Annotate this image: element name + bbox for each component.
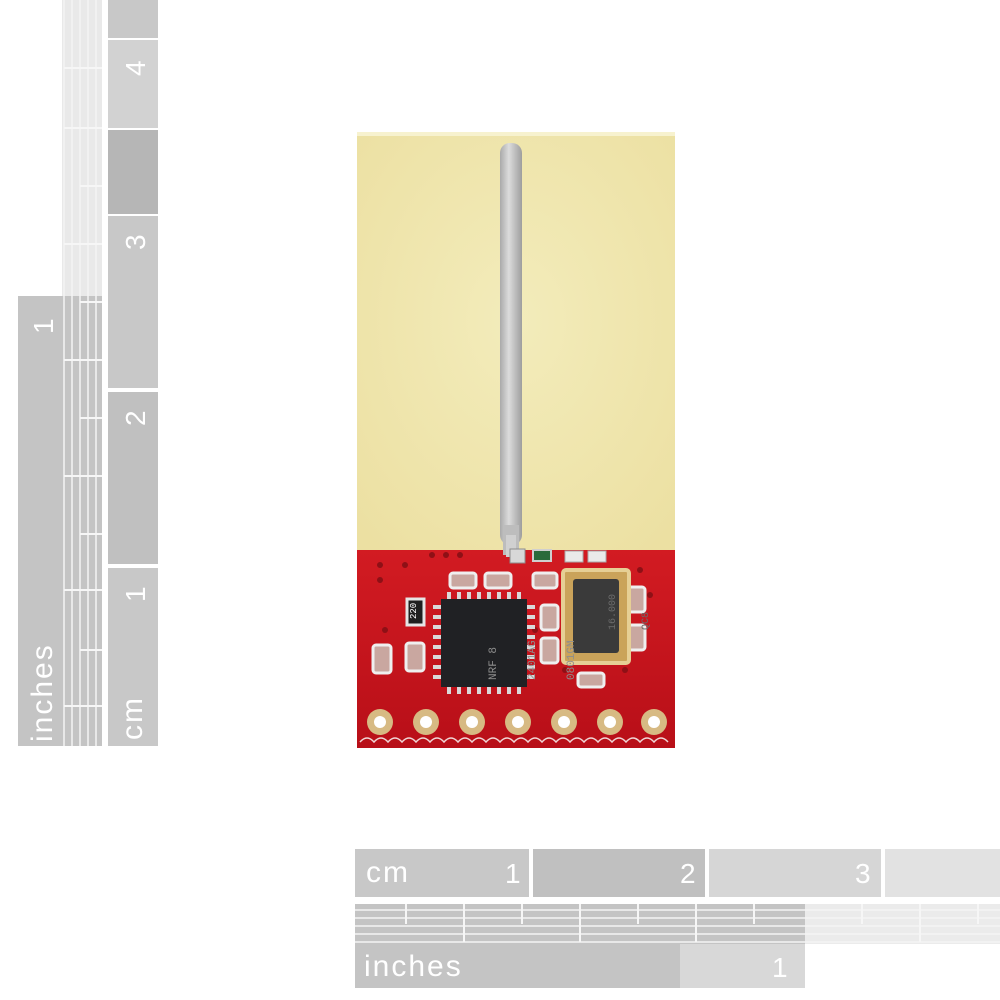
vertical-cm-number-1: 1	[120, 586, 151, 602]
wireless-module-board	[357, 132, 675, 748]
chip-marking-line-1: NRF 8	[488, 646, 500, 680]
chip-marking: NRF 8 2401AG 0801GM	[462, 596, 605, 680]
horizontal-inch-label: inches	[364, 950, 463, 983]
vertical-cm-number-3: 3	[120, 234, 151, 250]
vertical-cm-label: cm	[116, 696, 149, 740]
resistor-marking: 220	[409, 602, 419, 619]
crystal-marking-line-2: QC8	[641, 611, 652, 630]
chip-marking-line-3: 0801GM	[566, 640, 578, 680]
horizontal-cm-number-3: 3	[855, 858, 871, 889]
horizontal-ruler-graphics	[355, 849, 1000, 988]
horizontal-cm-label: cm	[366, 856, 410, 889]
horizontal-cm-number-1: 1	[505, 858, 521, 889]
crystal-marking: 16.000 QC8	[586, 580, 674, 630]
vertical-cm-number-2: 2	[120, 410, 151, 426]
vertical-cm-number-4: 4	[120, 60, 151, 76]
vertical-inch-label: inches	[26, 643, 59, 742]
crystal-marking-line-1: 16.000	[608, 593, 619, 630]
vertical-inch-number-1: 1	[28, 318, 59, 334]
horizontal-inch-number-1: 1	[772, 952, 788, 983]
vertical-ruler-graphics	[18, 0, 158, 746]
chip-marking-line-2: 2401AG	[527, 640, 539, 680]
horizontal-cm-number-2: 2	[680, 858, 696, 889]
